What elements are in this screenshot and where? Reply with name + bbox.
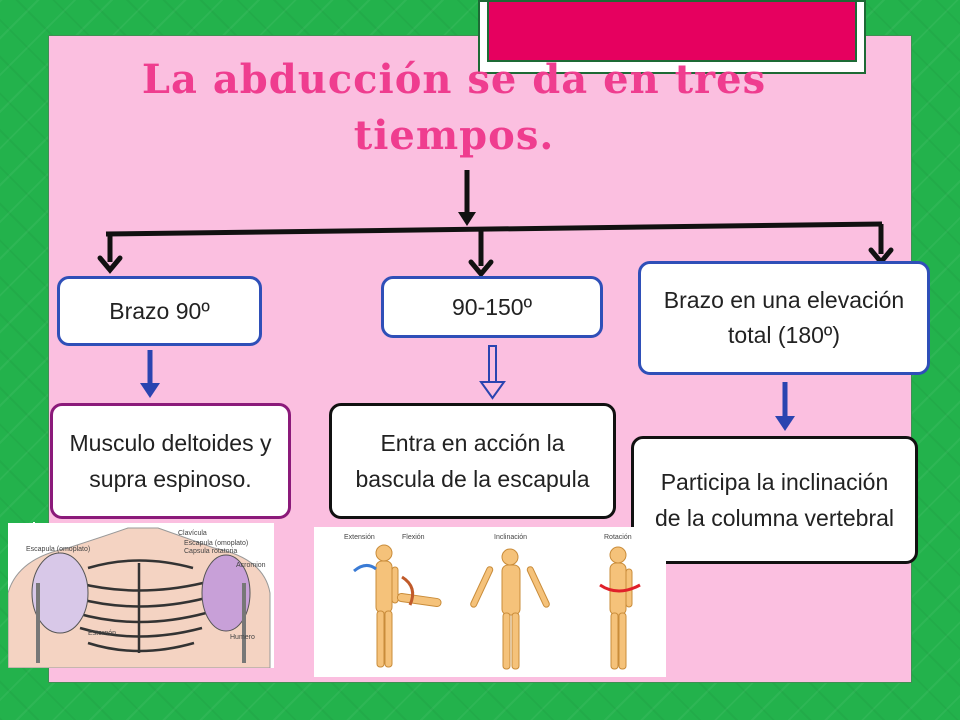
- thorax-drawing: Escapula (omoplato) Clavícula Escapula (…: [7, 527, 271, 669]
- movement-label-rotation: Rotación: [604, 534, 632, 541]
- thorax-label-clavicle: Clavícula: [178, 530, 207, 537]
- phase3-header-box: Brazo en una elevación total (180º): [638, 261, 930, 375]
- thorax-anatomy-image: Escapula (omoplato) Clavícula Escapula (…: [7, 523, 274, 669]
- movement-label-flexion: Flexión: [402, 534, 425, 541]
- thorax-label-scapula-right: Escapula (omoplato): [184, 540, 248, 547]
- thorax-label-acromion: Acromion: [236, 562, 266, 569]
- phase2-detail-box: Entra en acción la bascula de la escapul…: [329, 403, 616, 519]
- phase3-header-text: Brazo en una elevación total (180º): [663, 287, 905, 348]
- phase1-detail-text: Musculo deltoides y supra espinoso.: [69, 430, 272, 492]
- body-movement-image: Extensión Flexión Inclinación Rotación: [314, 527, 666, 677]
- phase3-detail-text: Participa la inclinación de la columna v…: [654, 469, 895, 531]
- phase3-detail-box: Participa la inclinación de la columna v…: [631, 436, 918, 564]
- thorax-label-scapula-left: Escapula (omoplato): [26, 546, 90, 553]
- phase2-detail-text: Entra en acción la bascula de la escapul…: [355, 430, 590, 492]
- phase1-header-text: Brazo 90º: [109, 297, 210, 324]
- movement-label-extension: Extensión: [344, 534, 375, 541]
- title-accent-tab-fill: [487, 2, 857, 62]
- movement-label-inclination: Inclinación: [494, 534, 527, 541]
- body-movement-drawing: Extensión Flexión Inclinación Rotación: [344, 534, 641, 670]
- phase1-header-box: Brazo 90º: [57, 276, 262, 346]
- thorax-label-humerus: Humero: [230, 634, 255, 641]
- thorax-label-sternum: Esternón: [88, 630, 116, 637]
- title-accent-tab: [478, 0, 866, 74]
- phase2-header-box: 90-150º: [381, 276, 603, 338]
- thorax-label-rotator-capsule: Capsula rotatoria: [184, 548, 237, 555]
- phase2-header-text: 90-150º: [451, 293, 533, 320]
- phase1-detail-box: Musculo deltoides y supra espinoso.: [50, 403, 291, 519]
- slide-title: La abducción se da en tres tiempos.: [141, 56, 767, 159]
